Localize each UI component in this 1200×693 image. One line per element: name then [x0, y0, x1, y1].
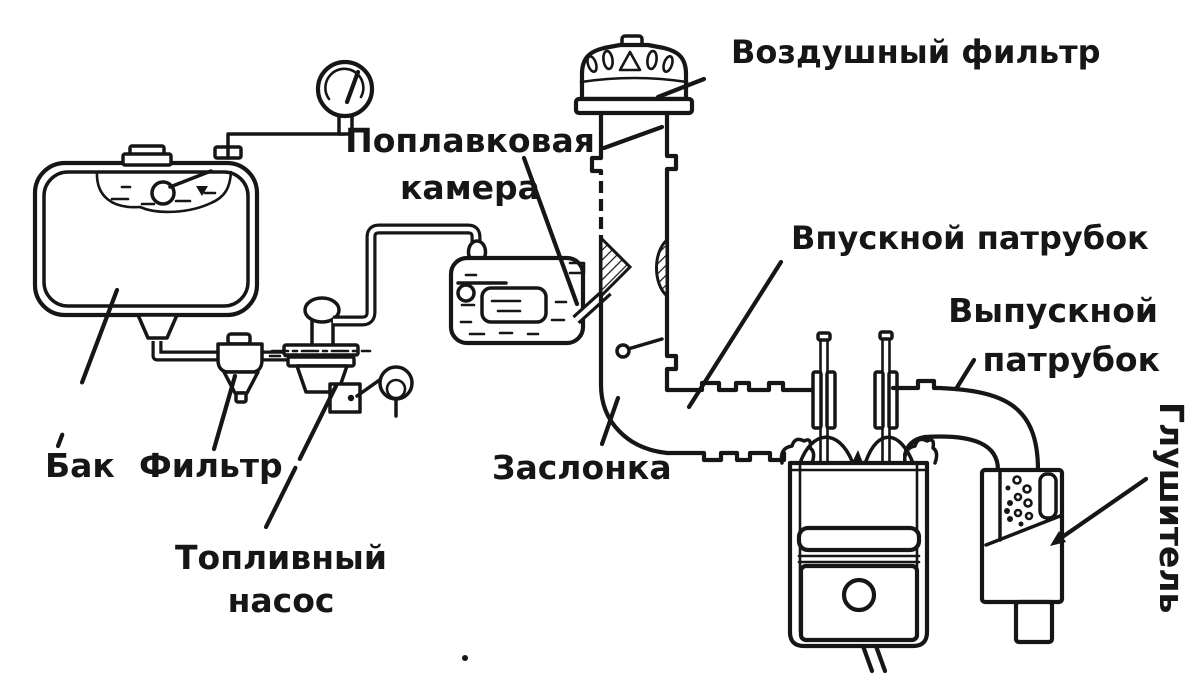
leader-filter [211, 373, 238, 452]
muffler [979, 467, 1065, 645]
leader-fuel-pump [263, 383, 339, 530]
label-intake-pipe: Впускной патрубок [791, 219, 1149, 257]
float [480, 286, 548, 324]
leader-tank [55, 287, 120, 449]
piston-crown [796, 525, 922, 553]
tailpipe [1013, 599, 1055, 645]
label-float-chamber-1: Поплавковая [345, 121, 595, 160]
exhaust-pipe [890, 378, 1041, 473]
connecting-rod [860, 643, 888, 674]
leader-muffler-arrow [1050, 476, 1149, 546]
air-filter [573, 34, 695, 116]
muffler-baffle [1038, 472, 1058, 520]
piston-pin [841, 577, 877, 613]
label-fuel-pump-2: насос [228, 581, 335, 620]
muffler-perforations [1004, 475, 1034, 527]
label-throttle: Заслонка [492, 448, 672, 487]
fuel-gauge [226, 59, 375, 160]
air-filter-base-flange [573, 96, 695, 116]
pump-outlet-dome [303, 296, 341, 324]
chamber-fuel-hatch [459, 273, 568, 336]
duct-left-wall [589, 110, 787, 463]
venturi-left [599, 234, 633, 300]
label-exhaust-pipe-2: патрубок [983, 340, 1160, 379]
tank-float-gauge [150, 169, 213, 206]
fuel-pump [270, 296, 414, 418]
float-chamber [448, 255, 612, 346]
valve-stem-intake [811, 331, 837, 463]
tank-filler-cap [121, 144, 173, 167]
leader-lines [55, 76, 1149, 661]
engine-cylinder [779, 330, 939, 674]
leader-air-filter [655, 76, 707, 100]
throttle-valve [615, 337, 664, 359]
label-float-chamber-2: камера [400, 168, 540, 207]
tank-bottom-outlet [136, 313, 179, 340]
fuel-level-hatch [110, 185, 217, 206]
float-arm-pivot [456, 283, 476, 303]
gauge-dial-arc [324, 67, 365, 101]
leader-throttle [599, 395, 621, 447]
leader-exhaust-pipe [953, 357, 977, 392]
label-tank: Бак [45, 446, 115, 485]
label-exhaust-pipe-1: Выпускной [948, 291, 1158, 330]
gauge-needle [344, 69, 361, 105]
air-filter-vent-slots [586, 49, 674, 74]
fuel-filter [216, 332, 264, 404]
pump-cam [378, 365, 414, 401]
leader-intake-pipe [686, 259, 784, 410]
venturi-right [655, 236, 669, 300]
spark-plug-tip [852, 450, 863, 463]
piston [796, 525, 922, 643]
label-filter: Фильтр [139, 446, 283, 485]
label-muffler: Глушитель [1152, 402, 1191, 613]
choke-valve [601, 124, 665, 151]
leader-float-chamber [521, 155, 580, 307]
exhaust-outer-wall [890, 378, 1041, 473]
stray-dot [462, 655, 468, 661]
label-fuel-pump-1: Топливный [175, 538, 387, 577]
muffler-divider [984, 514, 1062, 547]
labels: Воздушный фильтр Поплавковая камера Впус… [45, 33, 1191, 620]
label-air-filter: Воздушный фильтр [731, 33, 1101, 71]
exhaust-inner-wall [902, 434, 1001, 473]
carburetor-barrel [589, 110, 816, 463]
fuel-tank [32, 144, 260, 340]
fuel-line-low [151, 341, 298, 362]
